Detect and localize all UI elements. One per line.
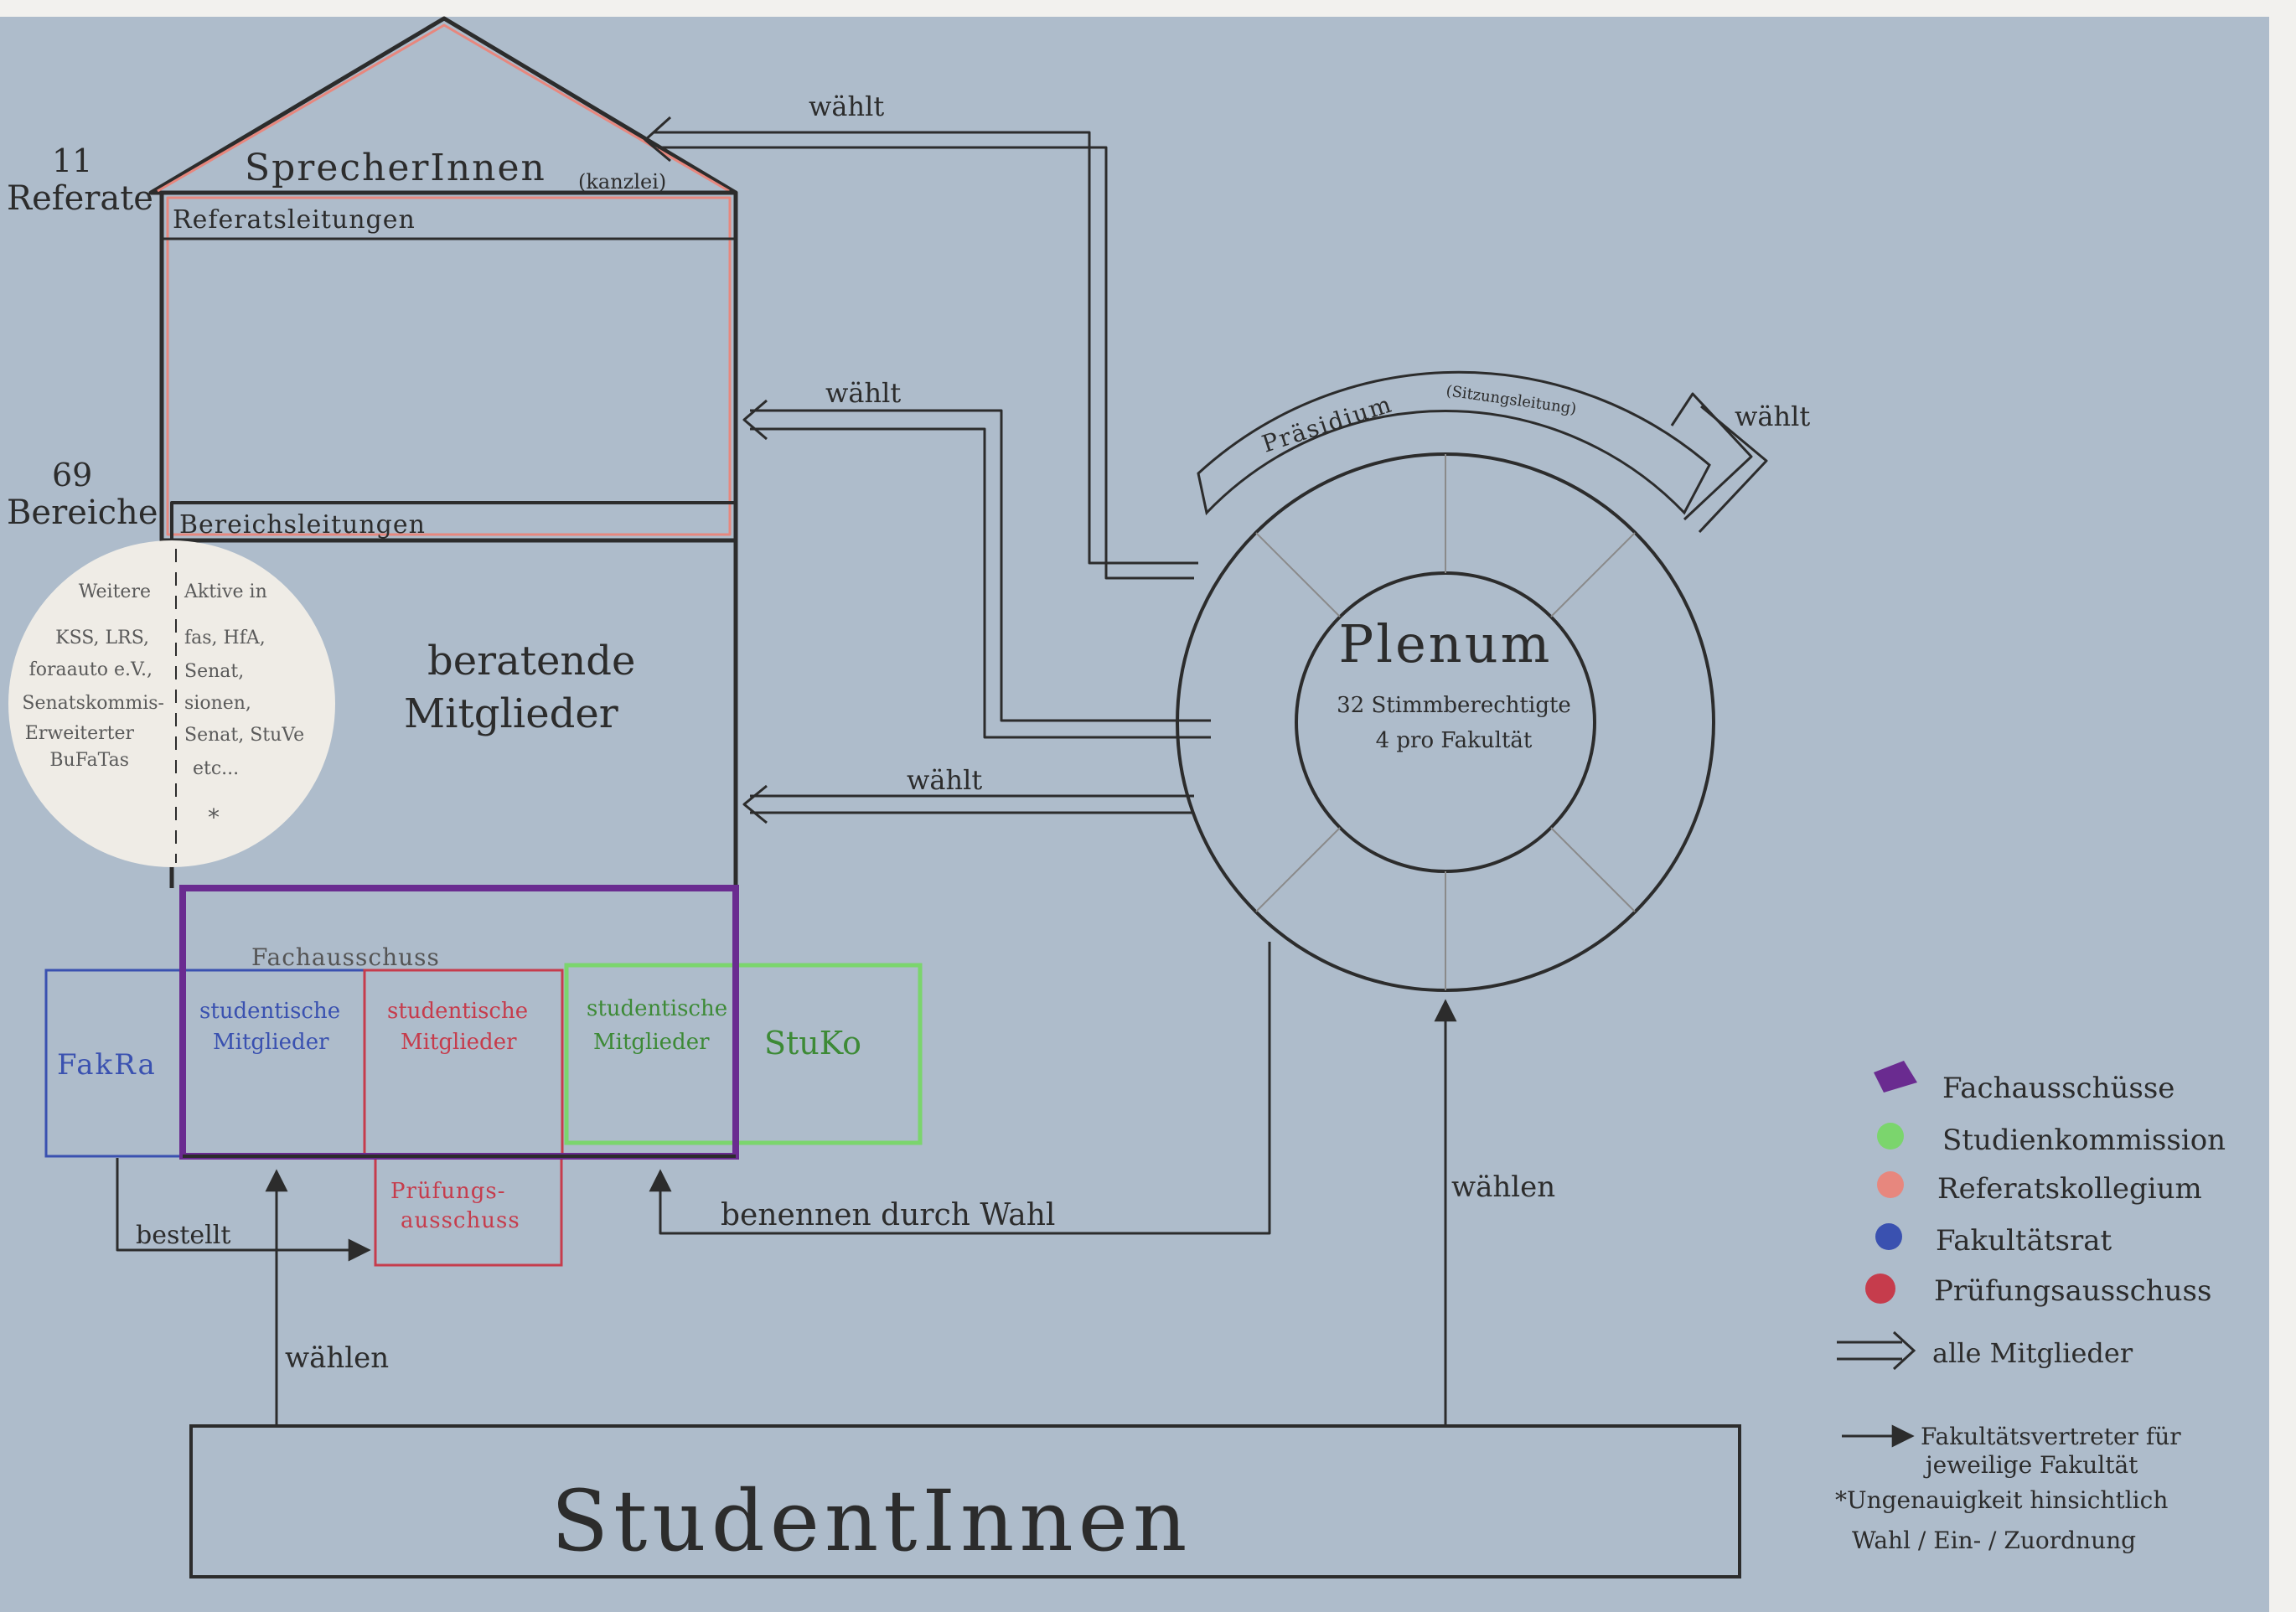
- label-benennen: benennen durch Wahl: [721, 1198, 1055, 1232]
- spoke-nw: [1255, 532, 1341, 617]
- note-right-4: sionen,: [184, 693, 251, 714]
- legend-swatch-pruefungsausschuss: [1865, 1274, 1895, 1304]
- stuko-member-line-1: studentische: [587, 996, 727, 1021]
- legend-fakultaet-line-1: Fakultätsvertreter für: [1921, 1423, 2181, 1450]
- stuko-box: [564, 963, 923, 1145]
- spoke-se: [1550, 827, 1636, 912]
- poster-background: [0, 17, 2269, 1612]
- arrow-waehlt-mid-a: [750, 409, 1211, 722]
- beratende-line-2: Mitglieder: [404, 690, 618, 737]
- roof-highlight: [157, 23, 730, 193]
- legend-ungenau-line-2: Wahl / Ein- / Zuordnung: [1852, 1527, 2136, 1554]
- note-left-column: Weitere KSS, LRS, foraauto e.V., Senatsk…: [22, 581, 164, 771]
- note-right-1: Aktive in: [184, 581, 267, 602]
- legend-label-4: Fakultätsrat: [1936, 1224, 2112, 1258]
- fakra-label: FakRa: [57, 1048, 157, 1082]
- note-right-6: etc...: [193, 758, 239, 779]
- note-right-5: Senat, StuVe: [184, 725, 304, 746]
- arrow-waehlt-mid-b: [750, 427, 1211, 739]
- note-left-2: KSS, LRS,: [55, 628, 149, 648]
- legend-double-arrow-icon: [1837, 1330, 1916, 1371]
- arrow-benennen: [649, 942, 1271, 1235]
- referate-label: Referate: [7, 179, 153, 218]
- label-waehlt-self: wählt: [1735, 400, 1810, 432]
- students-label: StudentInnen: [551, 1472, 1192, 1570]
- note-right-2: fas, HfA,: [184, 628, 266, 648]
- plenum-group: [1176, 370, 1715, 992]
- stuko-label: StuKo: [764, 1025, 861, 1062]
- label-bestellt: bestellt: [136, 1221, 230, 1250]
- note-left-3: foraauto e.V.,: [29, 659, 153, 680]
- note-left-4: Senatskommis-: [22, 693, 164, 714]
- roof-subtitle: (kanzlei): [578, 170, 666, 194]
- legend-label-3: Referatskollegium: [1937, 1172, 2202, 1206]
- arrow-waehlt-mid-head: [742, 399, 768, 441]
- legend-swatch-fakultaetsrat: [1875, 1223, 1902, 1250]
- note-left-1: Weitere: [79, 581, 151, 602]
- legend-swatch-referatskollegium: [1877, 1171, 1904, 1198]
- note-right-column: Aktive in fas, HfA, Senat, sionen, Senat…: [184, 581, 304, 779]
- legend-swatch-fachausschuesse: [1874, 1061, 1917, 1093]
- beratende-line-1: beratende: [427, 638, 635, 685]
- pa-member-line-2: Mitglieder: [401, 1030, 517, 1055]
- arrow-bestellt: [116, 1158, 371, 1262]
- label-waehlen-left: wählen: [285, 1341, 389, 1375]
- note-asterisk: *: [208, 803, 220, 831]
- pa-member-line-1: studentische: [387, 999, 528, 1024]
- plenum-title: Plenum: [1339, 613, 1553, 674]
- roof-title: SprecherInnen: [245, 147, 546, 189]
- legend-labels: Fachausschüsse Studienkommission Referat…: [1934, 1072, 2226, 1308]
- label-waehlen-right: wählen: [1451, 1170, 1555, 1204]
- spoke-ne: [1550, 532, 1636, 617]
- legend-label-1: Fachausschüsse: [1942, 1072, 2174, 1105]
- bereichsleitungen-label: Bereichsleitungen: [179, 510, 426, 540]
- legend-label-5: Prüfungsausschuss: [1934, 1274, 2211, 1308]
- referatsleitungen-label: Referatsleitungen: [173, 205, 416, 235]
- note-left-5: Erweiterter: [25, 723, 135, 744]
- praesidium-band: [1197, 370, 1711, 516]
- label-waehlt-top: wählt: [809, 90, 884, 122]
- stuko-member-line-2: Mitglieder: [593, 1030, 710, 1055]
- legend-alle-mitglieder: alle Mitglieder: [1932, 1337, 2133, 1369]
- arrows: [116, 116, 1768, 1426]
- legend-fakultaet-line-2: jeweilige Fakultät: [1923, 1451, 2138, 1479]
- legend-swatch-studienkommission: [1877, 1123, 1904, 1150]
- fachausschuss-label: Fachausschuss: [251, 943, 440, 971]
- note-circle: Weitere KSS, LRS, foraauto e.V., Senatsk…: [8, 540, 335, 867]
- legend-swatches: [1865, 1061, 1917, 1304]
- note-right-3: Senat,: [184, 661, 244, 682]
- fakra-member-line-1: studentische: [199, 999, 340, 1024]
- legend: Fachausschüsse Studienkommission Referat…: [1835, 1061, 2226, 1554]
- arrow-waehlt-low-head: [742, 784, 768, 824]
- referate-box-highlight: [166, 196, 732, 536]
- legend-label-2: Studienkommission: [1942, 1124, 2226, 1157]
- plenum-line-1: 32 Stimmberechtigte: [1337, 693, 1571, 718]
- fakra-member-line-2: Mitglieder: [213, 1030, 329, 1055]
- arrow-waehlt-top-b: [658, 146, 1194, 580]
- label-waehlt-mid: wählt: [825, 377, 901, 409]
- referate-count: 11: [52, 142, 92, 179]
- bereiche-label: Bereiche: [7, 493, 158, 532]
- arrow-waehlt-top-a: [654, 131, 1198, 565]
- note-left-6: BuFaTas: [49, 750, 129, 771]
- bereiche-count: 69: [52, 457, 92, 493]
- arrow-self-loop-b: [1698, 405, 1768, 534]
- pruefungsausschuss-label-2: ausschuss: [401, 1208, 520, 1233]
- bereichsleitungen-band: [170, 501, 737, 542]
- students-box: [189, 1424, 1741, 1578]
- plenum-spokes: [1255, 454, 1636, 990]
- spoke-sw: [1255, 827, 1341, 912]
- label-waehlt-low: wählt: [907, 764, 982, 796]
- note-circle-shape: [8, 540, 335, 867]
- committee-boxes: [44, 885, 923, 1267]
- pruefungsausschuss-label-1: Prüfungs-: [390, 1179, 506, 1204]
- legend-ungenau-line-1: *Ungenauigkeit hinsichtlich: [1835, 1486, 2168, 1514]
- plenum-line-2: 4 pro Fakultät: [1376, 728, 1533, 753]
- arrow-waehlt-top-head: [644, 116, 672, 163]
